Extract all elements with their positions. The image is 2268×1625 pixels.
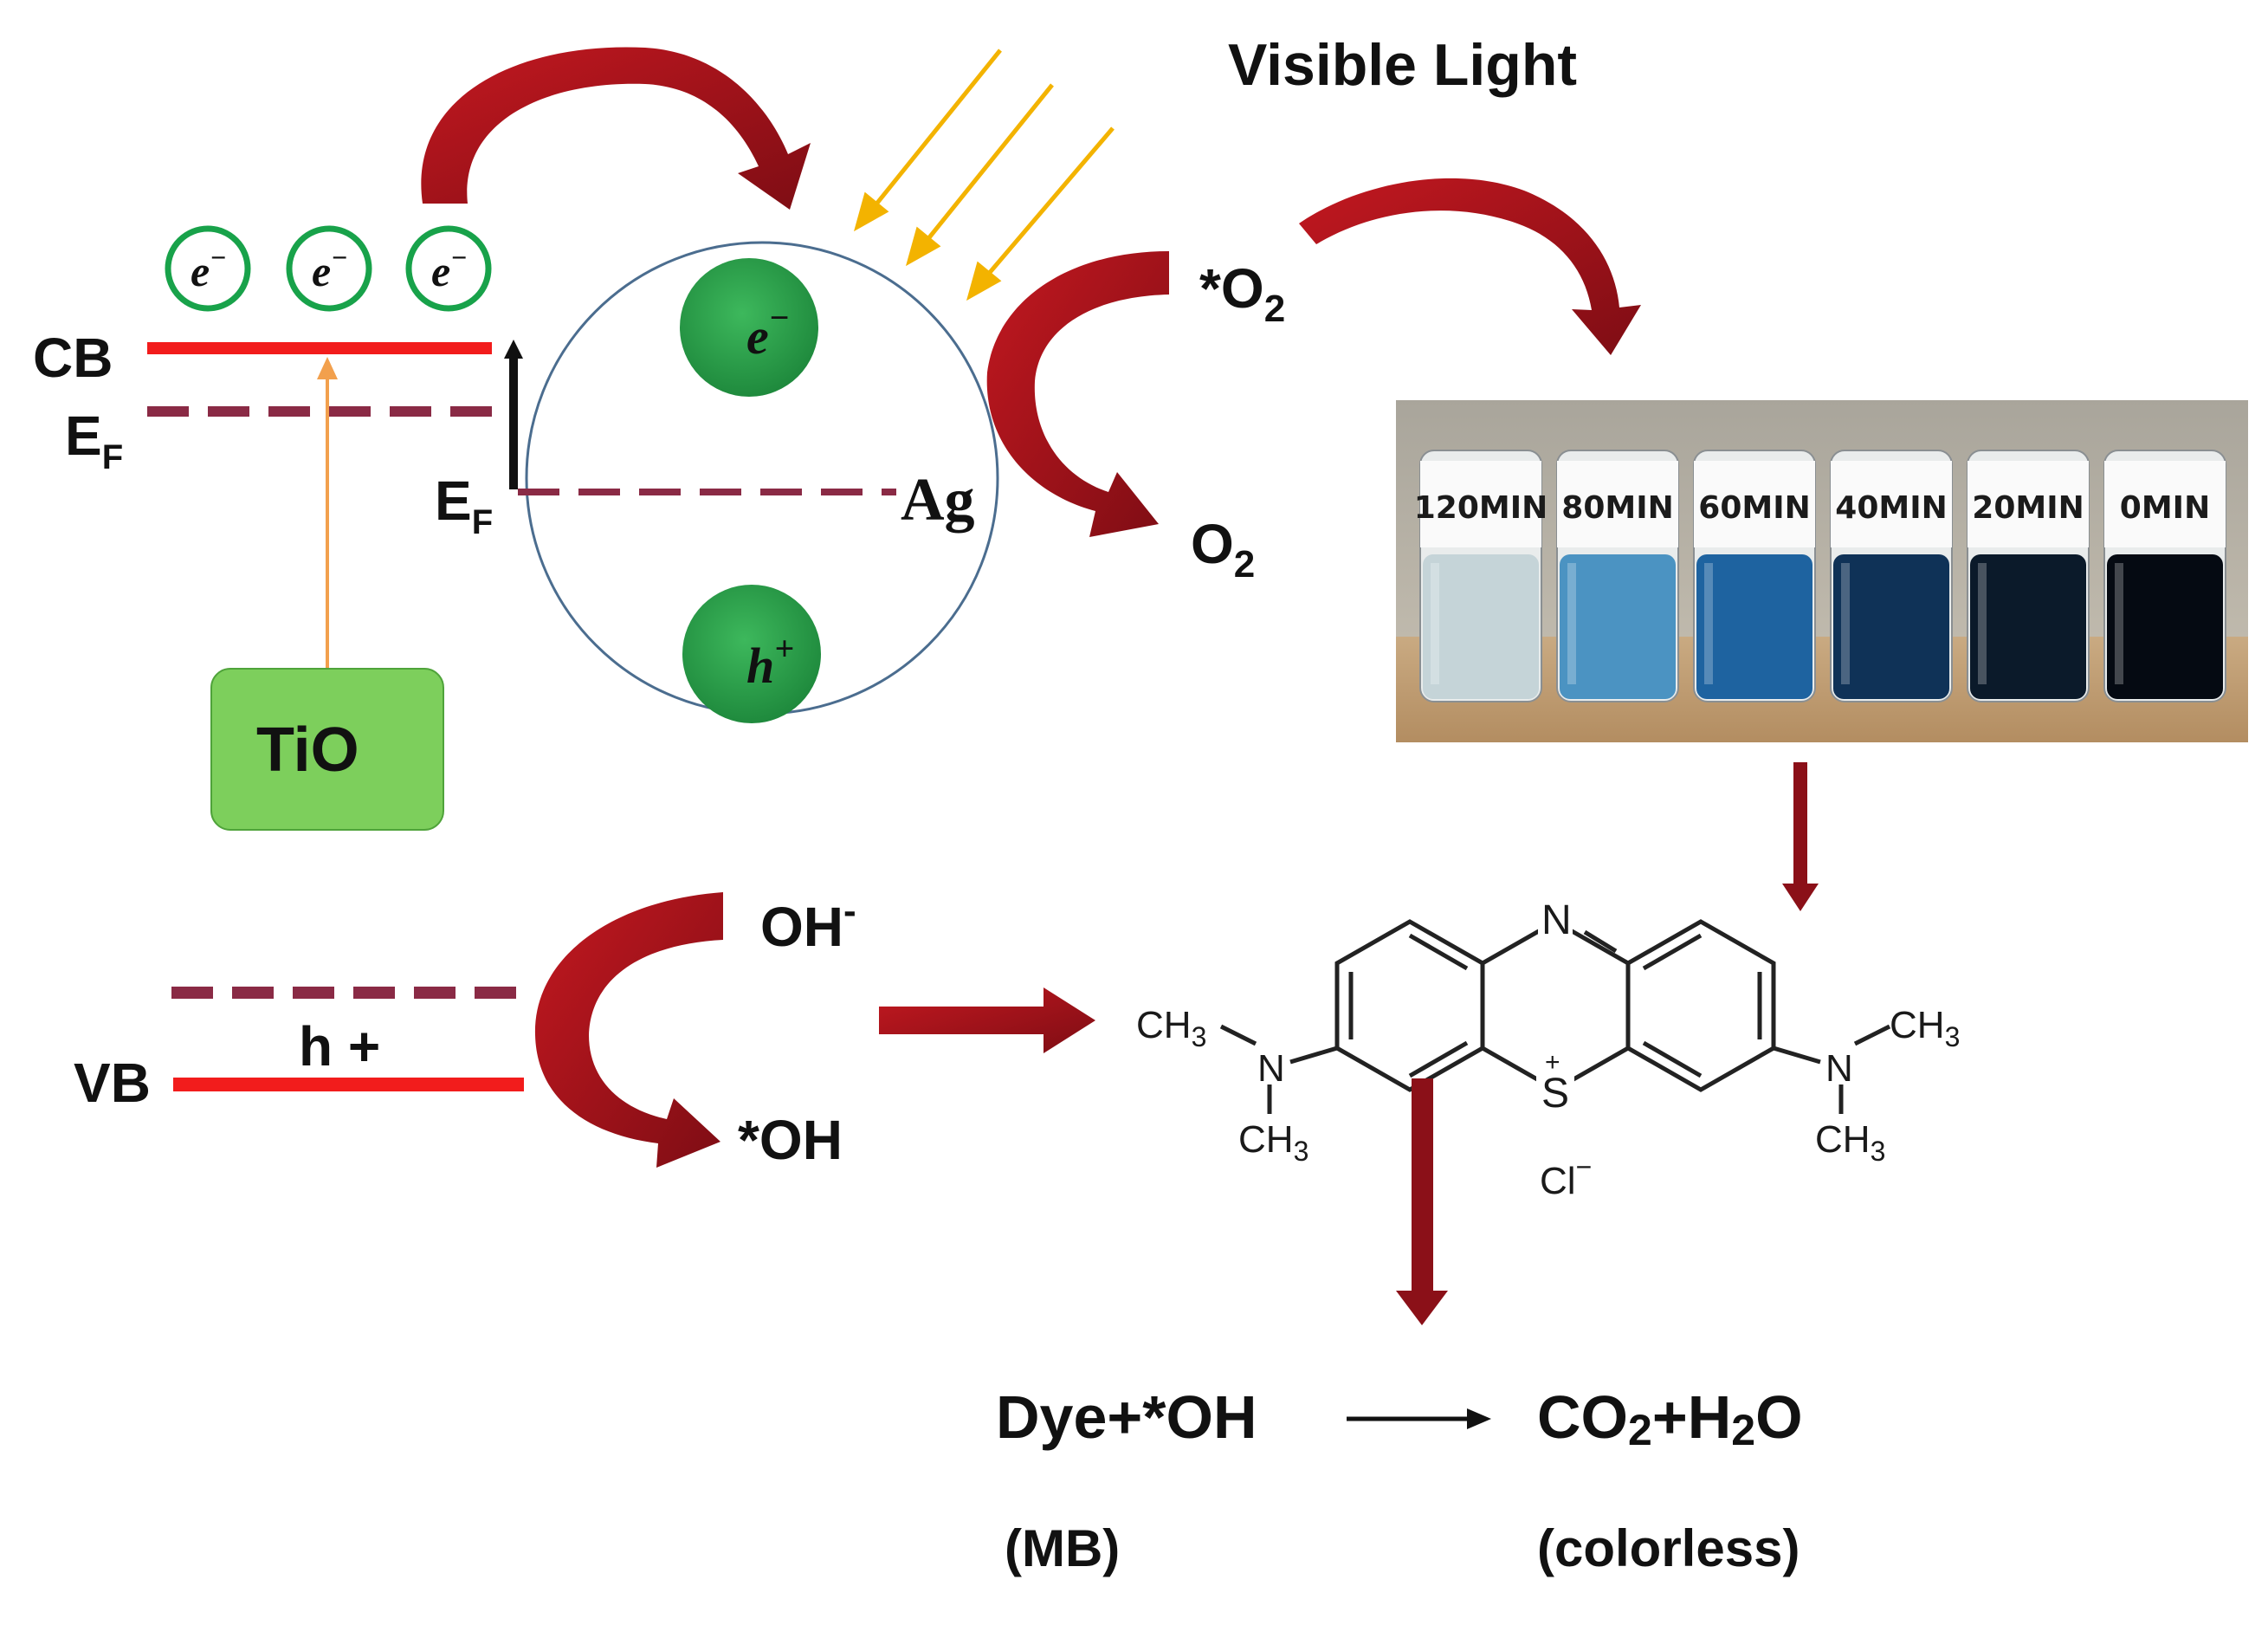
left-n-ch3-top-bond xyxy=(1219,1024,1257,1046)
cb-electron-2 xyxy=(286,225,372,312)
curved-arrow-cb-to-ag xyxy=(421,47,811,210)
right-n-ch3-top-bond xyxy=(1853,1024,1891,1046)
oh-radical-label: *OH xyxy=(738,1109,843,1171)
light-rays xyxy=(853,49,1115,301)
right-ring-double-2 xyxy=(1642,933,1703,971)
methylene-blue-structure xyxy=(1219,919,1891,1114)
light-ray-2 xyxy=(925,83,1054,243)
vial-4-liquid xyxy=(1833,554,1949,699)
n-top-mask xyxy=(1538,899,1573,939)
vial-3-label-band xyxy=(1694,461,1815,547)
ag-electron-ball xyxy=(680,258,818,397)
vial-5-highlight xyxy=(1978,563,1987,684)
molecule-n-top: N xyxy=(1541,897,1572,943)
cb-electron-1 xyxy=(165,225,251,312)
left-ring-double-2 xyxy=(1408,933,1469,971)
light-ray-1 xyxy=(873,49,1002,208)
molecule-s-charge: + xyxy=(1545,1048,1560,1077)
right-ring-double-3 xyxy=(1642,1040,1703,1078)
light-ray-1-head xyxy=(853,191,889,232)
light-ray-3-head xyxy=(966,261,1002,301)
left-n-bond xyxy=(1289,1046,1338,1065)
vial-6-label-band xyxy=(2104,461,2226,547)
vial-4-highlight xyxy=(1841,563,1850,684)
reaction-product: CO2+H2O xyxy=(1537,1383,1803,1454)
ag-hole-ball xyxy=(682,585,821,723)
cb-label: CB xyxy=(33,327,113,389)
vial-2-highlight xyxy=(1567,563,1576,684)
arrow-molecule-to-reaction xyxy=(1396,1078,1448,1325)
molecule-n-left: N xyxy=(1257,1047,1285,1090)
vial-2-label-band xyxy=(1557,461,1678,547)
vial-6-liquid xyxy=(2107,554,2223,699)
reaction-product-note: (colorless) xyxy=(1537,1519,1800,1577)
curved-arrow-oh-to-ohradical xyxy=(534,892,723,1168)
excitation-arrowhead xyxy=(317,357,338,379)
vb-label: VB xyxy=(74,1052,151,1114)
vial-1-liquid xyxy=(1423,554,1539,699)
curved-arrow-o2star-to-o2 xyxy=(986,251,1169,537)
s-mask xyxy=(1536,1071,1574,1114)
vial-3-time-label: 60MIN xyxy=(1698,490,1810,526)
right-ring xyxy=(1625,919,1776,1092)
molecule-s: S xyxy=(1541,1071,1569,1117)
vials-photo: 120MIN 80MIN 60MIN 40MIN 20MIN 0MIN xyxy=(1396,400,2248,742)
ag-hole-symbol: h+ xyxy=(746,629,794,694)
cb-electron-1-symbol: e− xyxy=(191,242,227,295)
vial-5-liquid xyxy=(1970,554,2086,699)
vial-5-time-label: 20MIN xyxy=(1972,490,2084,526)
light-ray-2-head xyxy=(905,226,941,267)
ef-label-left: EF xyxy=(65,405,123,476)
vial-6-highlight xyxy=(2115,563,2123,684)
reaction-reactant-note: (MB) xyxy=(1005,1519,1120,1577)
vial-5-label-band xyxy=(1968,461,2089,547)
hole-label: h + xyxy=(299,1015,380,1078)
vial-4-time-label: 40MIN xyxy=(1835,490,1947,526)
vial-6-time-label: 0MIN xyxy=(2120,490,2210,526)
cb-electron-3-symbol: e− xyxy=(431,242,468,295)
vial-3-liquid xyxy=(1696,554,1812,699)
molecule-counter-ion: Cl− xyxy=(1540,1151,1592,1202)
reaction-arrowhead xyxy=(1467,1408,1491,1429)
vial-3-highlight xyxy=(1704,563,1713,684)
o2-radical-label: *O2 xyxy=(1199,257,1285,330)
molecule-ch3-right-top: CH3 xyxy=(1890,1004,1960,1052)
molecule-ch3-left-top: CH3 xyxy=(1136,1004,1206,1052)
cb-electron-2-symbol: e− xyxy=(312,242,348,295)
ef-label-right: EF xyxy=(435,469,493,541)
left-ring xyxy=(1334,919,1485,1092)
molecule-ch3-right-bottom: CH3 xyxy=(1815,1118,1885,1167)
oh-minus-label: OH- xyxy=(760,890,856,958)
vial-1-label-band xyxy=(1420,461,1541,547)
vial-group: 120MIN 80MIN 60MIN 40MIN 20MIN 0MIN xyxy=(1414,450,2226,702)
light-ray-3 xyxy=(985,126,1115,277)
molecule-n-right: N xyxy=(1825,1047,1853,1090)
left-ring-double-3 xyxy=(1408,1040,1469,1078)
arrow-photo-to-molecule xyxy=(1782,762,1819,911)
tio-label: TiO xyxy=(256,715,359,785)
cb-electron-3 xyxy=(405,225,492,312)
right-n-bond xyxy=(1773,1046,1821,1065)
arrow-vb-to-molecule xyxy=(879,987,1095,1053)
visible-light-title: Visible Light xyxy=(1228,32,1577,98)
o2-label: O2 xyxy=(1191,513,1255,586)
tio-box xyxy=(210,668,444,831)
ag-electron-symbol: e− xyxy=(746,298,790,365)
cb-electrons: e− e− e− xyxy=(165,225,492,312)
vial-2-liquid xyxy=(1560,554,1676,699)
central-ring-double xyxy=(1583,929,1618,954)
vial-4-label-band xyxy=(1831,461,1952,547)
schottky-barrier-arrowhead xyxy=(504,340,523,359)
vial-1-highlight xyxy=(1431,563,1439,684)
molecule-ch3-left-bottom: CH3 xyxy=(1238,1118,1308,1167)
vial-1-time-label: 120MIN xyxy=(1414,490,1548,526)
ag-label: Ag xyxy=(901,467,975,534)
vial-2-time-label: 80MIN xyxy=(1561,490,1673,526)
reaction-reactant: Dye+*OH xyxy=(996,1383,1257,1451)
curved-arrow-o2-to-vials xyxy=(1299,178,1641,355)
